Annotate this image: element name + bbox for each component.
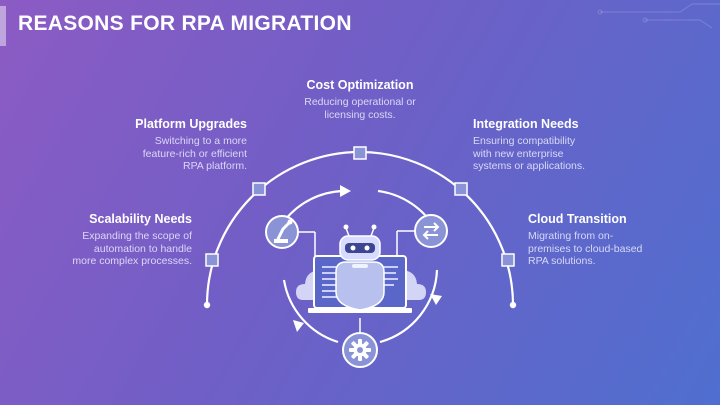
reason-title: Cost Optimization <box>306 78 414 92</box>
connector-scalability <box>205 253 219 267</box>
arc-end-left <box>203 301 211 309</box>
connector-platform <box>252 182 266 196</box>
robot-arm-icon <box>265 215 316 258</box>
reason-cloud-transition: Cloud Transition Migrating from on- prem… <box>528 212 698 268</box>
connector-cost <box>353 146 367 160</box>
exchange-arrows-icon <box>396 214 448 258</box>
reason-title: Cloud Transition <box>528 212 627 226</box>
cycle-arrows <box>293 185 442 332</box>
reason-scalability-needs: Scalability Needs Expanding the scope of… <box>22 212 192 268</box>
title-accent-bar <box>0 6 6 46</box>
reason-description: Ensuring compatibility with new enterpri… <box>473 135 586 172</box>
inner-cycle <box>282 189 439 344</box>
reason-title: Integration Needs <box>473 117 579 131</box>
reason-description: Expanding the scope of automation to han… <box>72 230 192 267</box>
circuit-decoration <box>597 3 720 29</box>
page-title: REASONS FOR RPA MIGRATION <box>18 12 352 35</box>
reason-description: Reducing operational or licensing costs. <box>304 96 416 121</box>
reason-description: Switching to a more feature-rich or effi… <box>142 135 247 172</box>
connector-integration <box>454 182 468 196</box>
gear-icon <box>342 318 378 368</box>
connector-cloud <box>501 253 515 267</box>
reason-integration-needs: Integration Needs Ensuring compatibility… <box>473 117 643 173</box>
connector-squares <box>205 146 515 267</box>
reason-title: Platform Upgrades <box>135 117 247 131</box>
robot-computer-icon <box>296 224 426 313</box>
reason-cost-optimization: Cost Optimization Reducing operational o… <box>275 78 445 121</box>
reason-title: Scalability Needs <box>89 212 192 226</box>
arc-end-right <box>509 301 517 309</box>
reason-description: Migrating from on- premises to cloud-bas… <box>528 230 643 267</box>
reason-platform-upgrades: Platform Upgrades Switching to a more fe… <box>77 117 247 173</box>
